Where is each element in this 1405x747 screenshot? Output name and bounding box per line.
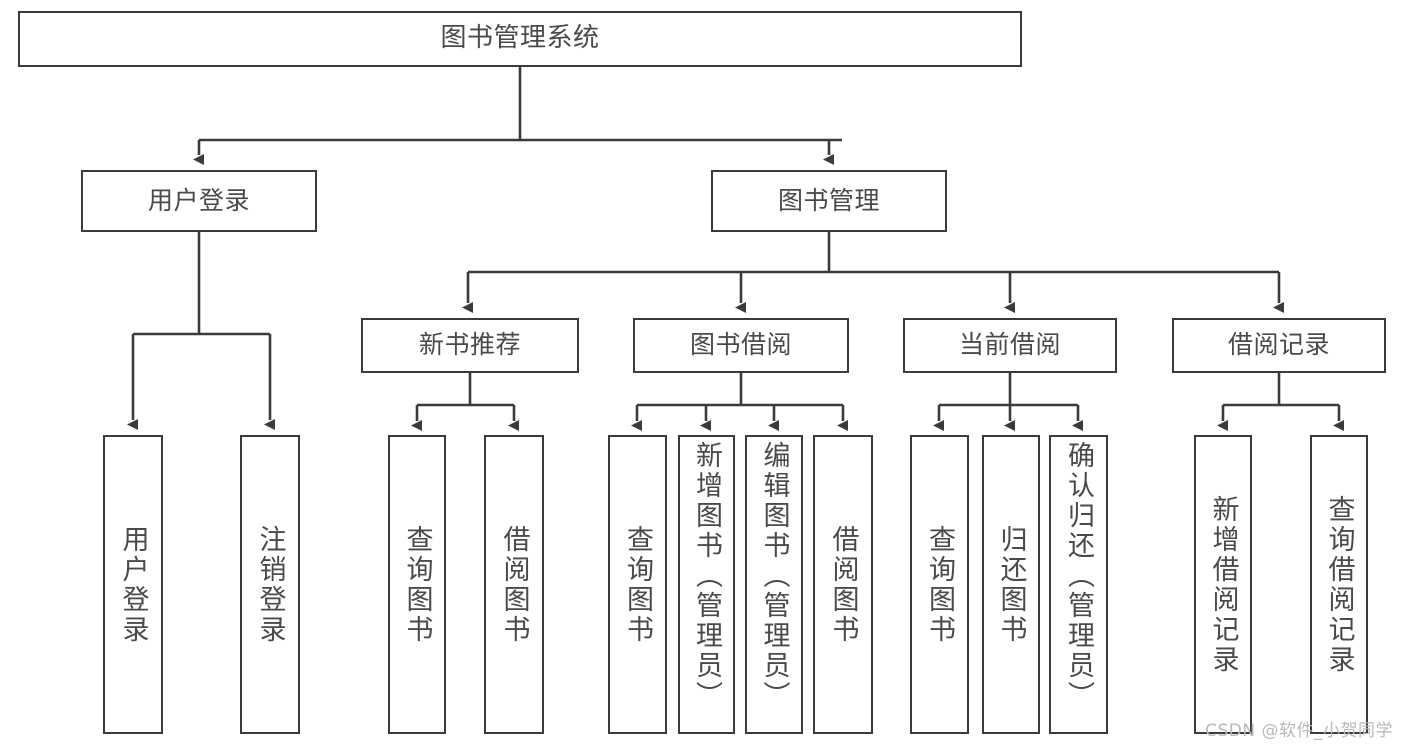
node-user-login[interactable]: 用户登录 <box>81 170 317 232</box>
leaf-current-confirm-return-label: 确认归还（管理员） <box>1063 441 1094 711</box>
node-borrow-record[interactable]: 借阅记录 <box>1172 318 1386 373</box>
leaf-user-login-label: 用户登录 <box>117 524 149 645</box>
node-root[interactable]: 图书管理系统 <box>18 11 1022 67</box>
leaf-user-login[interactable]: 用户登录 <box>103 435 163 734</box>
csdn-watermark: CSDN @软件_小贺同学 <box>1205 721 1393 741</box>
leaf-current-return-book[interactable]: 归还图书 <box>982 435 1040 734</box>
leaf-newbook-borrow-book[interactable]: 借阅图书 <box>484 435 544 734</box>
leaf-borrow-edit-book-label: 编辑图书（管理员） <box>758 441 790 711</box>
node-user-login-label: 用户登录 <box>147 185 250 215</box>
node-new-book-recommend[interactable]: 新书推荐 <box>361 318 579 373</box>
leaf-borrow-edit-book[interactable]: 编辑图书（管理员） <box>745 435 803 734</box>
leaf-borrow-query-book-label: 查询图书 <box>622 524 653 645</box>
leaf-borrow-add-book[interactable]: 新增图书（管理员） <box>678 435 735 734</box>
leaf-record-query-label: 查询借阅记录 <box>1323 494 1355 675</box>
leaf-current-query-book-label: 查询图书 <box>924 524 955 645</box>
leaf-user-logout-label: 注销登录 <box>254 524 286 645</box>
leaf-current-query-book[interactable]: 查询图书 <box>910 435 969 734</box>
leaf-newbook-query-book-label: 查询图书 <box>401 524 433 645</box>
leaf-record-add[interactable]: 新增借阅记录 <box>1194 435 1252 734</box>
node-current-borrow-label: 当前借阅 <box>958 330 1061 360</box>
node-current-borrow[interactable]: 当前借阅 <box>903 318 1117 373</box>
leaf-user-logout[interactable]: 注销登录 <box>240 435 300 734</box>
node-new-book-recommend-label: 新书推荐 <box>418 330 521 360</box>
leaf-record-query[interactable]: 查询借阅记录 <box>1310 435 1368 734</box>
leaf-newbook-borrow-book-label: 借阅图书 <box>498 524 530 645</box>
node-root-label: 图书管理系统 <box>440 23 600 54</box>
leaf-borrow-add-book-label: 新增图书（管理员） <box>691 441 722 711</box>
leaf-current-return-book-label: 归还图书 <box>995 524 1027 645</box>
leaf-newbook-query-book[interactable]: 查询图书 <box>388 435 446 734</box>
node-borrow-record-label: 借阅记录 <box>1227 330 1330 360</box>
leaf-record-add-label: 新增借阅记录 <box>1207 494 1239 675</box>
node-book-management-label: 图书管理 <box>777 185 880 215</box>
leaf-current-confirm-return[interactable]: 确认归还（管理员） <box>1049 435 1108 734</box>
leaf-borrow-query-book[interactable]: 查询图书 <box>608 435 667 734</box>
node-book-borrow-label: 图书借阅 <box>689 330 792 360</box>
leaf-borrow-lend-book[interactable]: 借阅图书 <box>813 435 873 734</box>
leaf-borrow-lend-book-label: 借阅图书 <box>827 524 859 645</box>
node-book-management[interactable]: 图书管理 <box>711 170 947 232</box>
node-book-borrow[interactable]: 图书借阅 <box>633 318 849 373</box>
